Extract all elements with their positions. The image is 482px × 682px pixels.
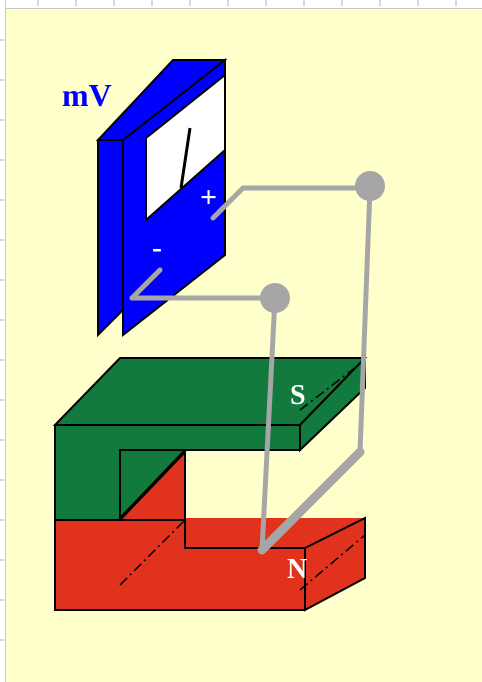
magnet-red-back (117, 449, 186, 521)
connector-knob-right (355, 171, 385, 201)
millivoltmeter (95, 57, 228, 338)
meter-needle (179, 127, 192, 189)
meter-side-face (97, 113, 124, 338)
minus-terminal-label: - (152, 231, 162, 264)
circuit-wires (129, 185, 373, 553)
meter-dial-window (145, 72, 226, 223)
top-ruler (0, 0, 482, 9)
south-pole-label: S (290, 380, 306, 411)
wire-minus (129, 267, 163, 301)
ruler-ticks (0, 0, 457, 641)
horseshoe-magnet (52, 355, 368, 612)
left-ruler (0, 0, 6, 682)
magnet-green-inner (119, 449, 188, 521)
wire-rod-right (357, 185, 373, 455)
north-pole-label: N (287, 554, 307, 585)
meter-label: mV (62, 77, 112, 113)
magnet-hidden-edges (119, 359, 366, 591)
connector-knob-left (260, 283, 290, 313)
moving-conductor-bar (257, 447, 365, 555)
wire-plus (210, 185, 371, 221)
wire-rod-left (259, 295, 278, 553)
plus-terminal-label: + (200, 181, 217, 214)
